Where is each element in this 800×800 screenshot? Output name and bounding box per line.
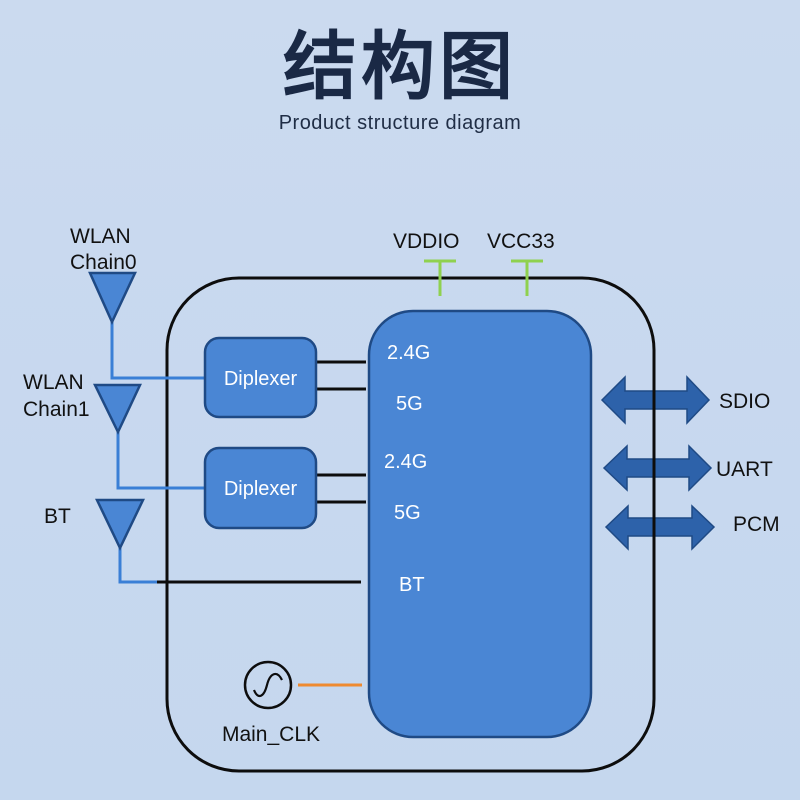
diplexer-label: Diplexer [224, 478, 298, 500]
interface-label: PCM [733, 513, 780, 536]
vcc33-label: VCC33 [487, 230, 555, 253]
pcm-arrow-icon [604, 504, 716, 551]
chain1-rf-line [116, 432, 205, 490]
chip-port-label: BT [399, 574, 425, 596]
chain0-rf-line [110, 322, 205, 380]
interface-label: SDIO [719, 390, 770, 413]
chip-port-label: 2.4G [384, 451, 427, 473]
vddio-pin [424, 259, 456, 296]
uart-arrow-icon [602, 444, 713, 492]
interface-label: UART [716, 458, 773, 481]
vcc33-pin [511, 259, 543, 296]
antenna-label: WLAN [70, 225, 131, 248]
bt-rf-line [118, 548, 157, 584]
page-subtitle: Product structure diagram [278, 112, 522, 134]
page-title: 结构图 [283, 24, 517, 110]
chip-port-label: 2.4G [387, 342, 430, 364]
antenna-label: WLAN [23, 371, 84, 394]
antenna-label: BT [44, 505, 71, 528]
antenna-icon [88, 271, 137, 325]
antenna-icon [95, 498, 145, 551]
diplexer-block: Diplexer [203, 446, 318, 530]
antenna-label: Chain0 [70, 251, 137, 274]
chip-port-label: 5G [396, 393, 423, 415]
antenna-icon [92, 383, 142, 435]
vddio-label: VDDIO [393, 230, 460, 253]
chip-port-label: 5G [394, 502, 421, 524]
diplexer-block: Diplexer [203, 336, 318, 419]
clock-label: Main_CLK [222, 723, 320, 746]
sine-oscillator-icon [243, 660, 293, 710]
diplexer-label: Diplexer [224, 368, 298, 390]
main-chip [367, 309, 593, 739]
antenna-label: Chain1 [23, 398, 90, 421]
